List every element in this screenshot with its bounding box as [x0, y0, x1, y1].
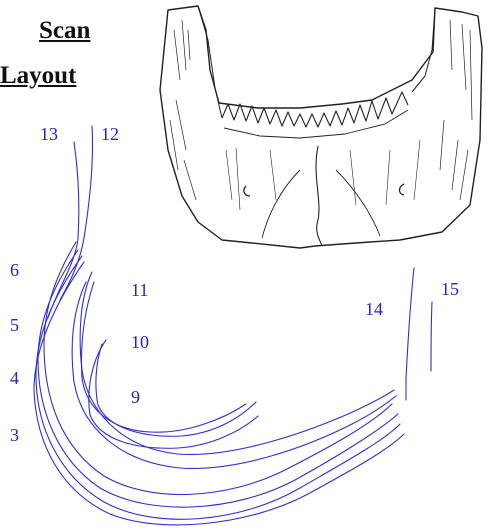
- scan-line-9: [82, 282, 247, 432]
- label-15: 15: [441, 279, 459, 299]
- label-3: 3: [10, 425, 19, 445]
- scan-line-10b: [89, 340, 258, 448]
- label-12: 12: [101, 124, 119, 144]
- scan-line-4: [36, 256, 400, 519]
- scan-line-14: [406, 268, 414, 400]
- label-10: 10: [131, 332, 149, 352]
- label-11: 11: [131, 280, 148, 300]
- scan-line-3: [34, 262, 404, 525]
- label-6: 6: [10, 260, 19, 280]
- label-4: 4: [10, 368, 19, 388]
- scan-line-15: [431, 302, 432, 371]
- label-14: 14: [365, 299, 383, 319]
- scan-lines: [34, 126, 432, 525]
- label-13: 13: [40, 124, 58, 144]
- mandible-icon: [160, 6, 482, 248]
- label-9: 9: [131, 387, 140, 407]
- label-5: 5: [10, 315, 19, 335]
- scan-line-11b: [72, 282, 396, 468]
- scan-line-10: [96, 344, 256, 436]
